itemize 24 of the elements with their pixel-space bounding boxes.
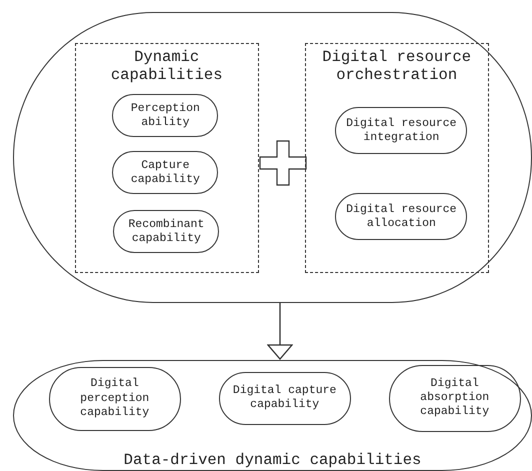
node-label: Digital resource allocation xyxy=(345,202,458,232)
rounded-process-box xyxy=(218,372,351,425)
rounded-process-box xyxy=(388,364,521,432)
dashed-group-box xyxy=(304,42,489,273)
node-label: Digital absorption capability xyxy=(419,376,490,420)
rounded-process-box xyxy=(113,210,220,254)
dashed-group-box xyxy=(74,42,259,273)
rounded-process-box xyxy=(335,107,468,154)
rounded-container xyxy=(13,360,532,471)
rounded-container xyxy=(13,12,532,303)
node-label: Recombinant capability xyxy=(127,218,206,246)
node-label: Digital perception capability xyxy=(79,377,150,420)
hollow-arrow xyxy=(267,303,293,360)
node-label: Digital capture capability xyxy=(232,384,338,413)
rounded-process-box xyxy=(112,151,218,194)
group-heading: Digital resource orchestration xyxy=(321,48,472,85)
node-label: Digital resource integration xyxy=(345,116,458,146)
rounded-process-box xyxy=(335,193,468,240)
rounded-process-box xyxy=(112,94,218,138)
rounded-process-box xyxy=(48,366,181,431)
group-heading: Dynamic capabilities xyxy=(110,48,224,85)
node-label: Capture capability xyxy=(130,158,201,188)
node-label: Perception ability xyxy=(130,102,201,130)
group-heading: Data-driven dynamic capabilities xyxy=(122,451,422,470)
